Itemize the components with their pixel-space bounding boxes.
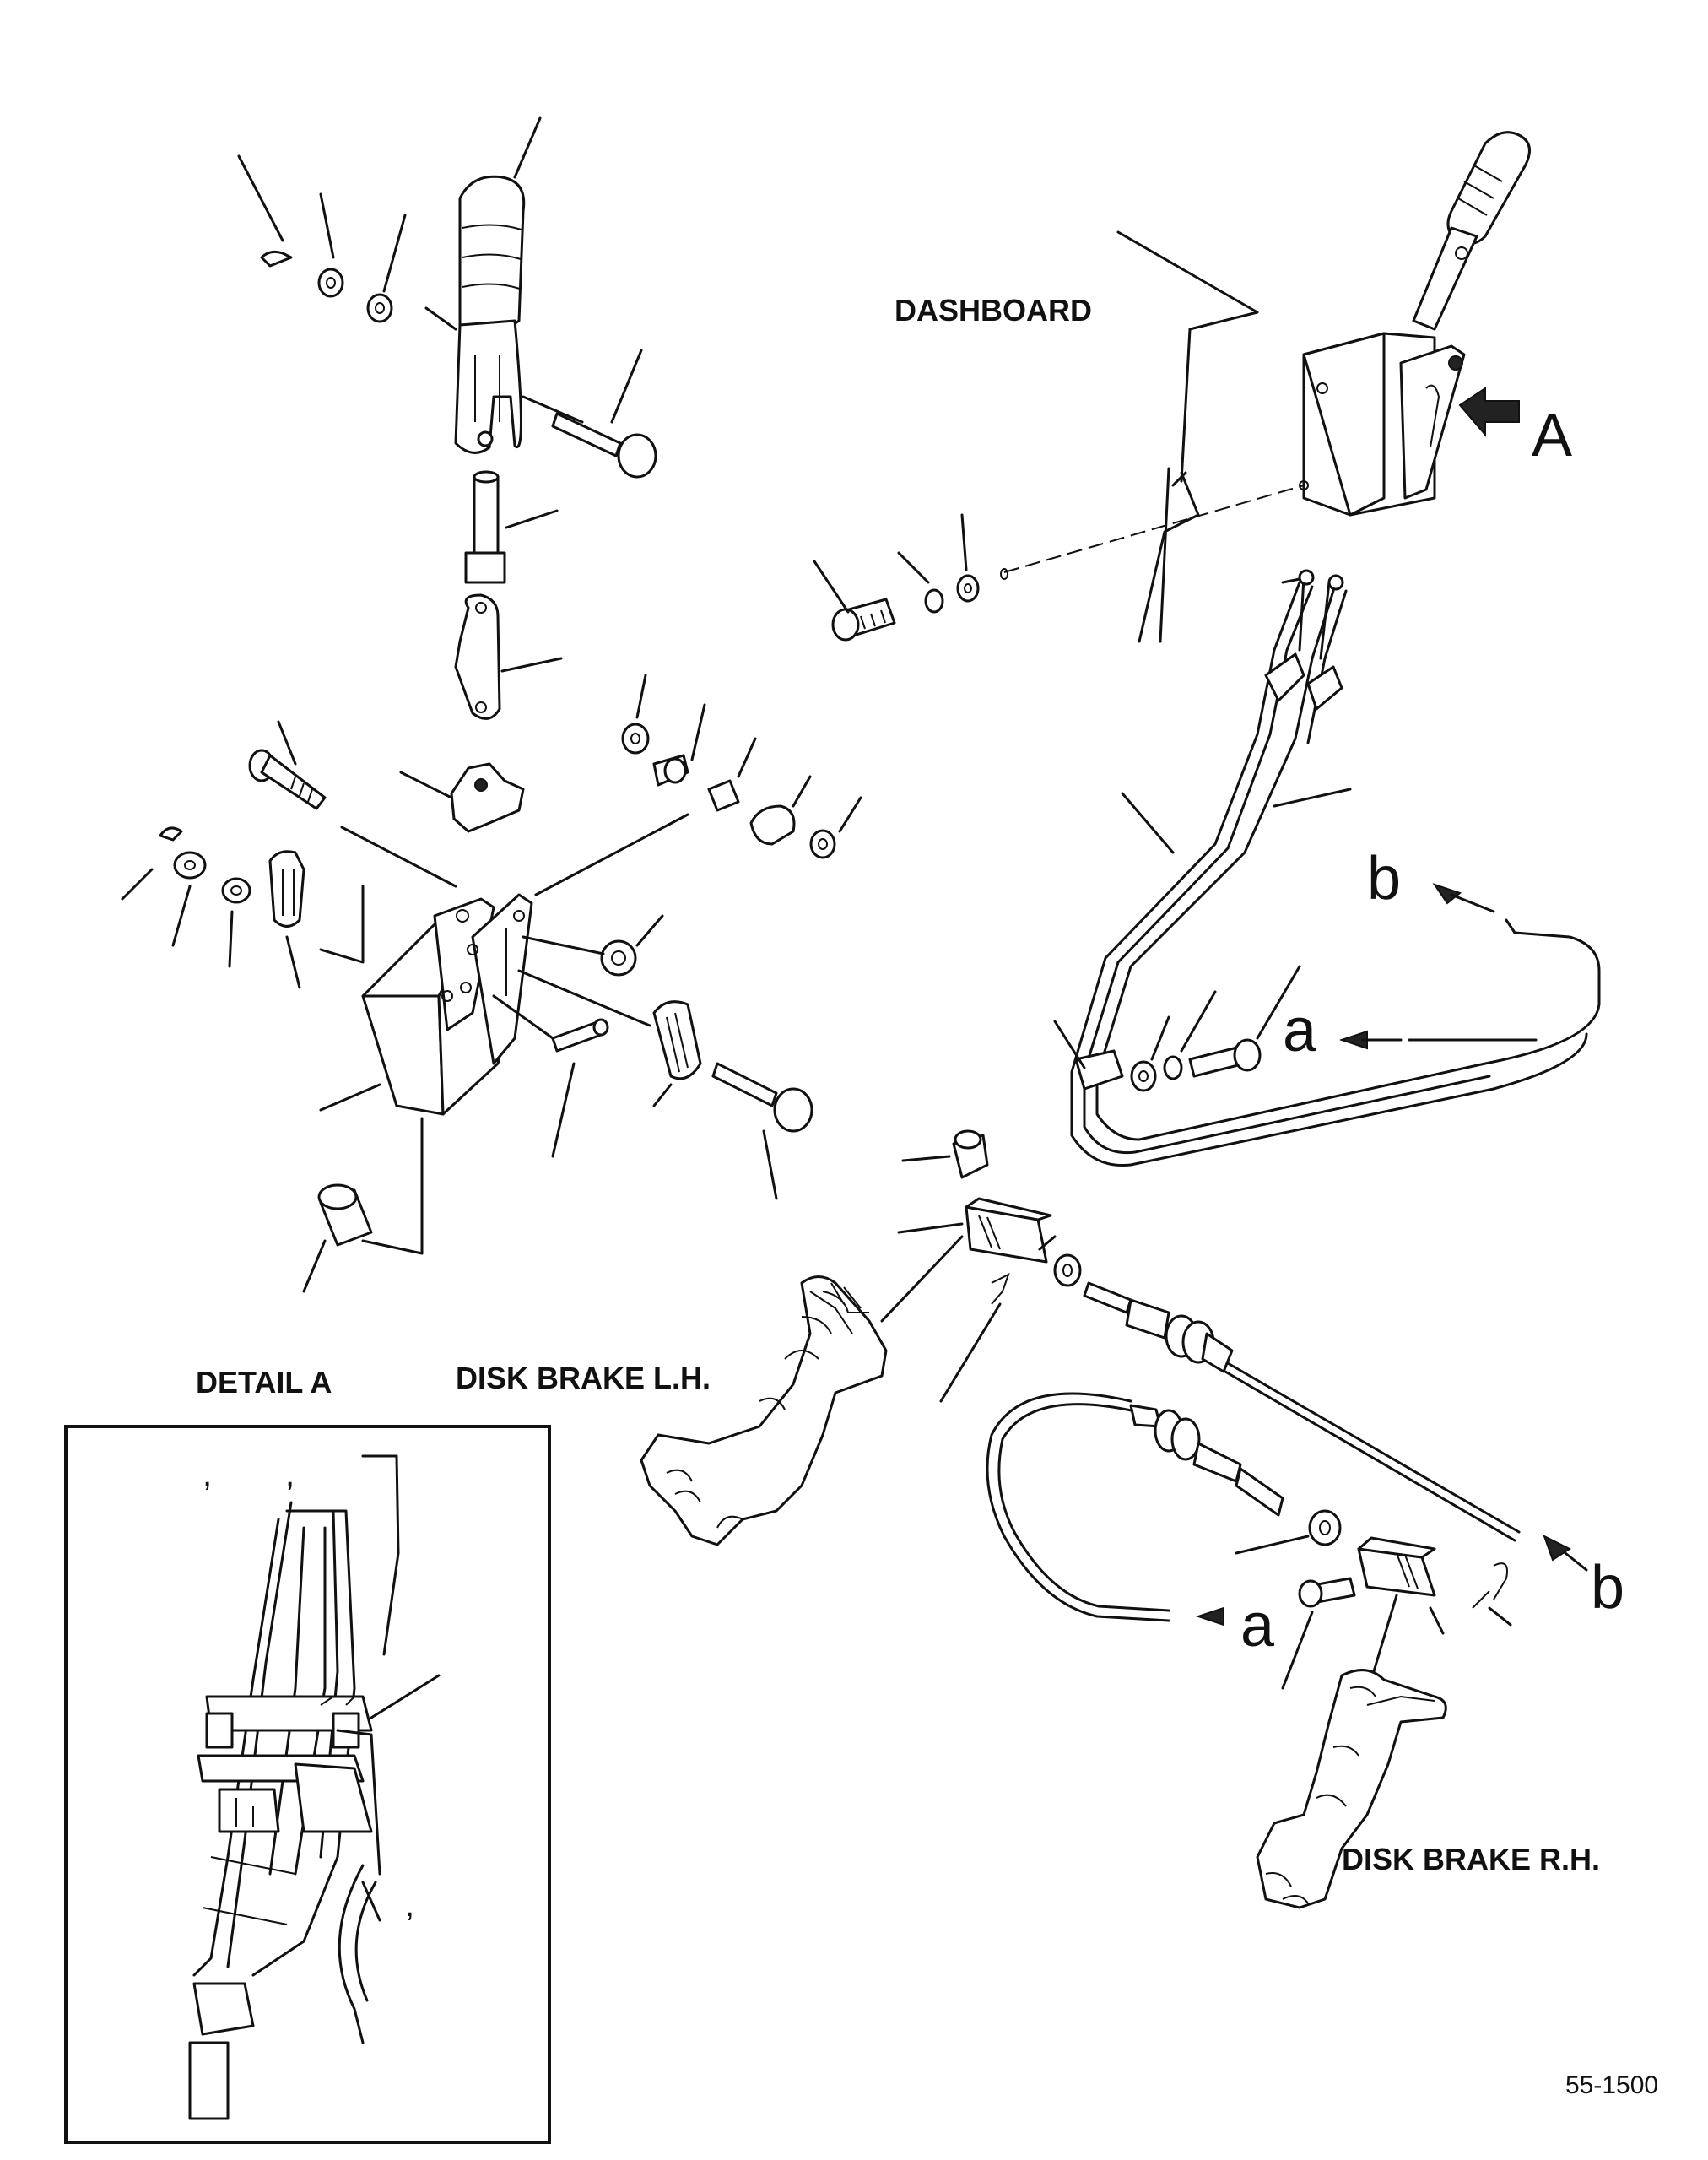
callout-a-bottom: a: [1240, 1592, 1275, 1659]
disk-brake-lh-label: DISK BRAKE L.H.: [456, 1361, 711, 1395]
figure-number: 55-1500: [1565, 2071, 1658, 2099]
dashboard-label: DASHBOARD: [895, 293, 1092, 328]
lower-brake-linkages: b a: [880, 1129, 1624, 1690]
detail-a-mark-3: ,: [405, 1887, 414, 1924]
brake-cable-assembly: a b: [1053, 569, 1601, 1167]
callout-b-bottom: b: [1591, 1554, 1624, 1621]
arrow-a-label: A: [1532, 402, 1572, 469]
disk-brake-lh: DISK BRAKE L.H.: [456, 1275, 888, 1546]
detail-a: DETAIL A , , ,: [64, 1365, 551, 2144]
hand-lever-assembly: [121, 116, 862, 1293]
detail-a-mark-2: ,: [285, 1456, 295, 1493]
detail-a-title: DETAIL A: [196, 1365, 332, 1399]
dashboard-lever: A DASHBOARD: [813, 131, 1572, 643]
disk-brake-rh-label: DISK BRAKE R.H.: [1342, 1842, 1600, 1876]
callout-b-top: b: [1367, 845, 1401, 912]
callout-a-top: a: [1283, 997, 1317, 1064]
detail-a-mark-1: ,: [203, 1456, 212, 1493]
disk-brake-rh: DISK BRAKE R.H.: [1256, 1669, 1600, 1909]
